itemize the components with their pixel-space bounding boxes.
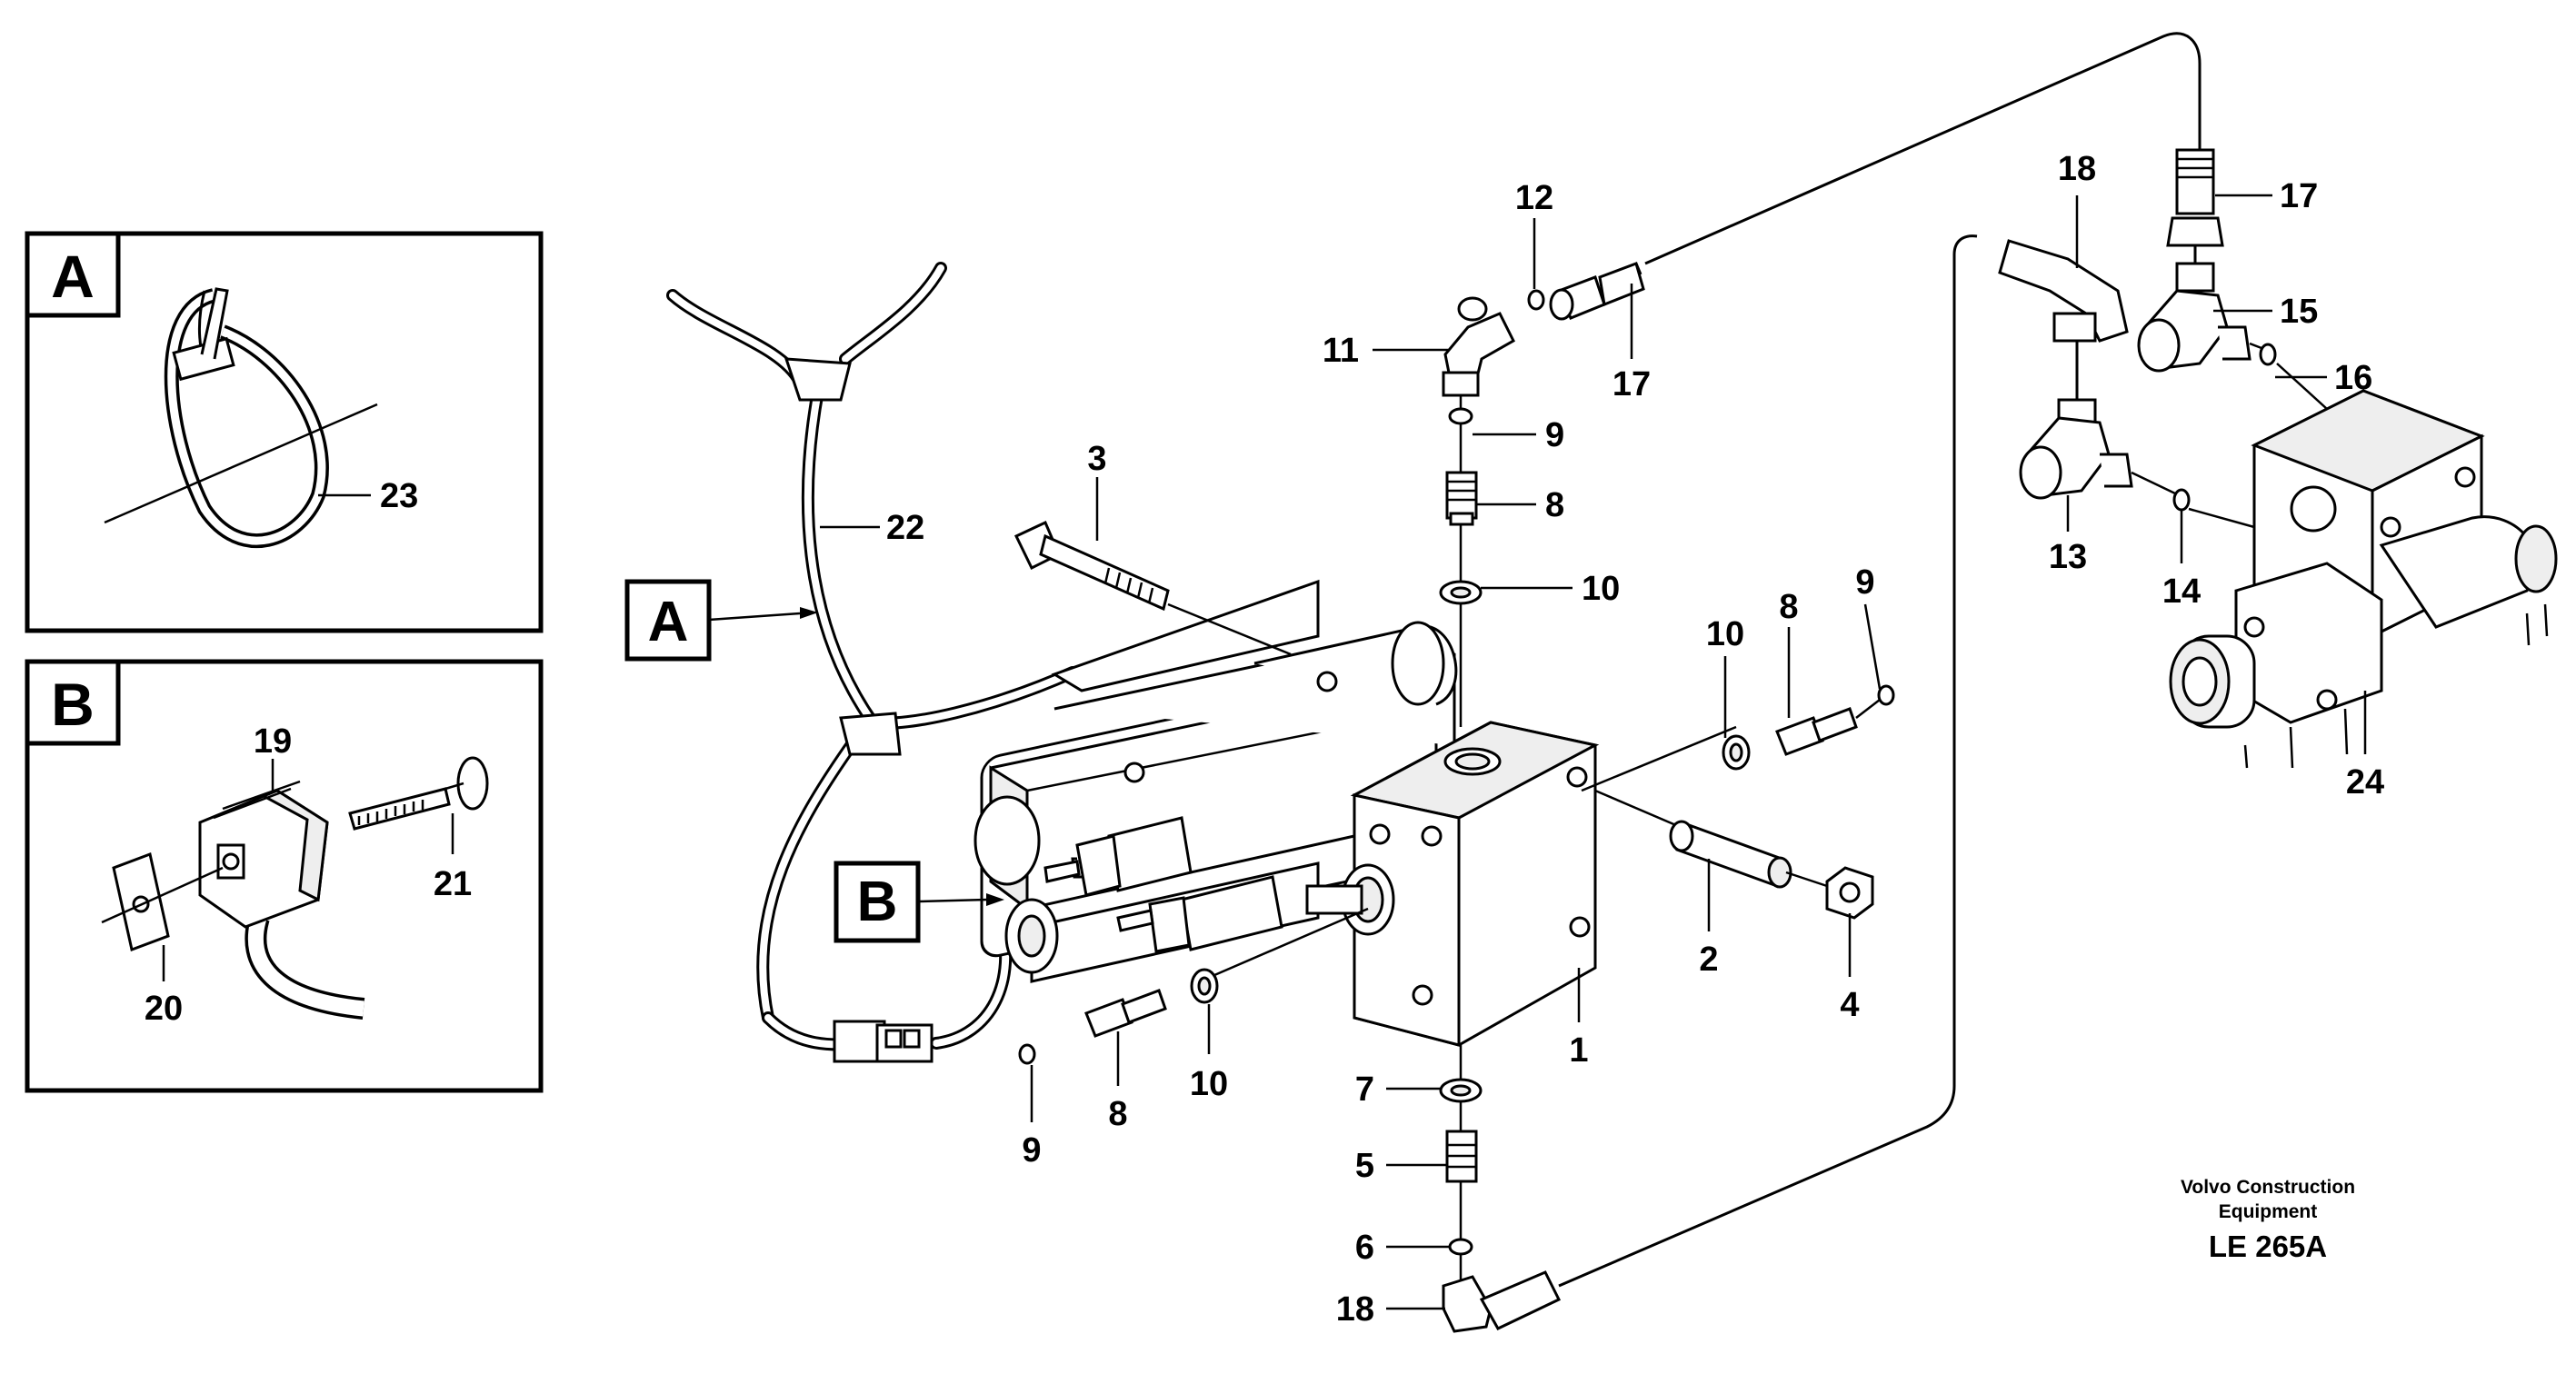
label-24: 24 xyxy=(2346,763,2384,802)
label-11: 11 xyxy=(1323,332,1359,370)
credit-line-1: Volvo Construction xyxy=(2181,1177,2355,1198)
label-20: 20 xyxy=(145,990,183,1028)
label-19: 19 xyxy=(254,722,292,761)
label-9-bottom: 9 xyxy=(1022,1131,1041,1170)
label-10-top: 10 xyxy=(1582,570,1620,608)
wiring-harness-22 xyxy=(666,262,1079,1063)
callout-a: A xyxy=(624,579,818,662)
label-9-right: 9 xyxy=(1855,563,1874,602)
footer-credit: Volvo Construction Equipment LE 265A xyxy=(2181,1177,2355,1263)
label-3: 3 xyxy=(1087,440,1106,478)
label-1: 1 xyxy=(1569,1031,1588,1070)
label-8-bottom: 8 xyxy=(1108,1095,1127,1133)
label-16: 16 xyxy=(2334,359,2372,397)
inset-a: A 23 xyxy=(25,231,544,633)
inset-b-letter: B xyxy=(51,671,95,738)
top-fittings xyxy=(1439,32,2202,727)
label-22: 22 xyxy=(886,509,924,547)
label-2: 2 xyxy=(1699,941,1718,979)
callout-b: B xyxy=(834,861,1004,943)
cable-tie-drawing xyxy=(104,287,378,549)
label-14: 14 xyxy=(2162,573,2201,611)
solenoid-connector-drawing xyxy=(101,756,489,1020)
right-fittings xyxy=(1581,684,1895,920)
label-15: 15 xyxy=(2280,293,2318,331)
label-18-bottom: 18 xyxy=(1336,1290,1374,1329)
solenoid-valve-assembly xyxy=(973,579,1458,983)
callout-b-letter: B xyxy=(857,871,898,933)
label-12: 12 xyxy=(1515,179,1553,217)
label-7: 7 xyxy=(1355,1070,1374,1109)
bottom-fittings xyxy=(1439,234,1978,1333)
inset-b: B 19 21 20 xyxy=(25,659,544,1093)
document-id: LE 265A xyxy=(2209,1230,2327,1263)
left-fittings xyxy=(1018,907,1369,1065)
label-23: 23 xyxy=(380,477,418,515)
label-10-right: 10 xyxy=(1706,615,1744,653)
valve-block-1 xyxy=(1305,721,1600,1047)
label-18-top: 18 xyxy=(2058,150,2096,188)
callout-a-letter: A xyxy=(648,591,689,653)
label-8-right: 8 xyxy=(1779,588,1798,626)
label-5: 5 xyxy=(1355,1147,1374,1185)
label-17-right: 17 xyxy=(2280,177,2318,215)
inset-a-letter: A xyxy=(51,243,95,310)
label-17-top: 17 xyxy=(1612,365,1651,403)
label-6: 6 xyxy=(1355,1229,1374,1267)
label-8-top: 8 xyxy=(1545,486,1564,524)
label-4: 4 xyxy=(1840,986,1859,1024)
label-21: 21 xyxy=(434,865,472,903)
label-9-top: 9 xyxy=(1545,416,1564,454)
bolt-3 xyxy=(1013,520,1292,656)
credit-line-2: Equipment xyxy=(2219,1201,2318,1222)
part-labels: 22 3 11 12 17 9 8 10 10 8 9 2 4 xyxy=(820,150,2384,1329)
solenoid-valve-24-assembly xyxy=(1998,148,2558,769)
label-13: 13 xyxy=(2049,538,2087,576)
label-10-bottom: 10 xyxy=(1190,1065,1228,1103)
